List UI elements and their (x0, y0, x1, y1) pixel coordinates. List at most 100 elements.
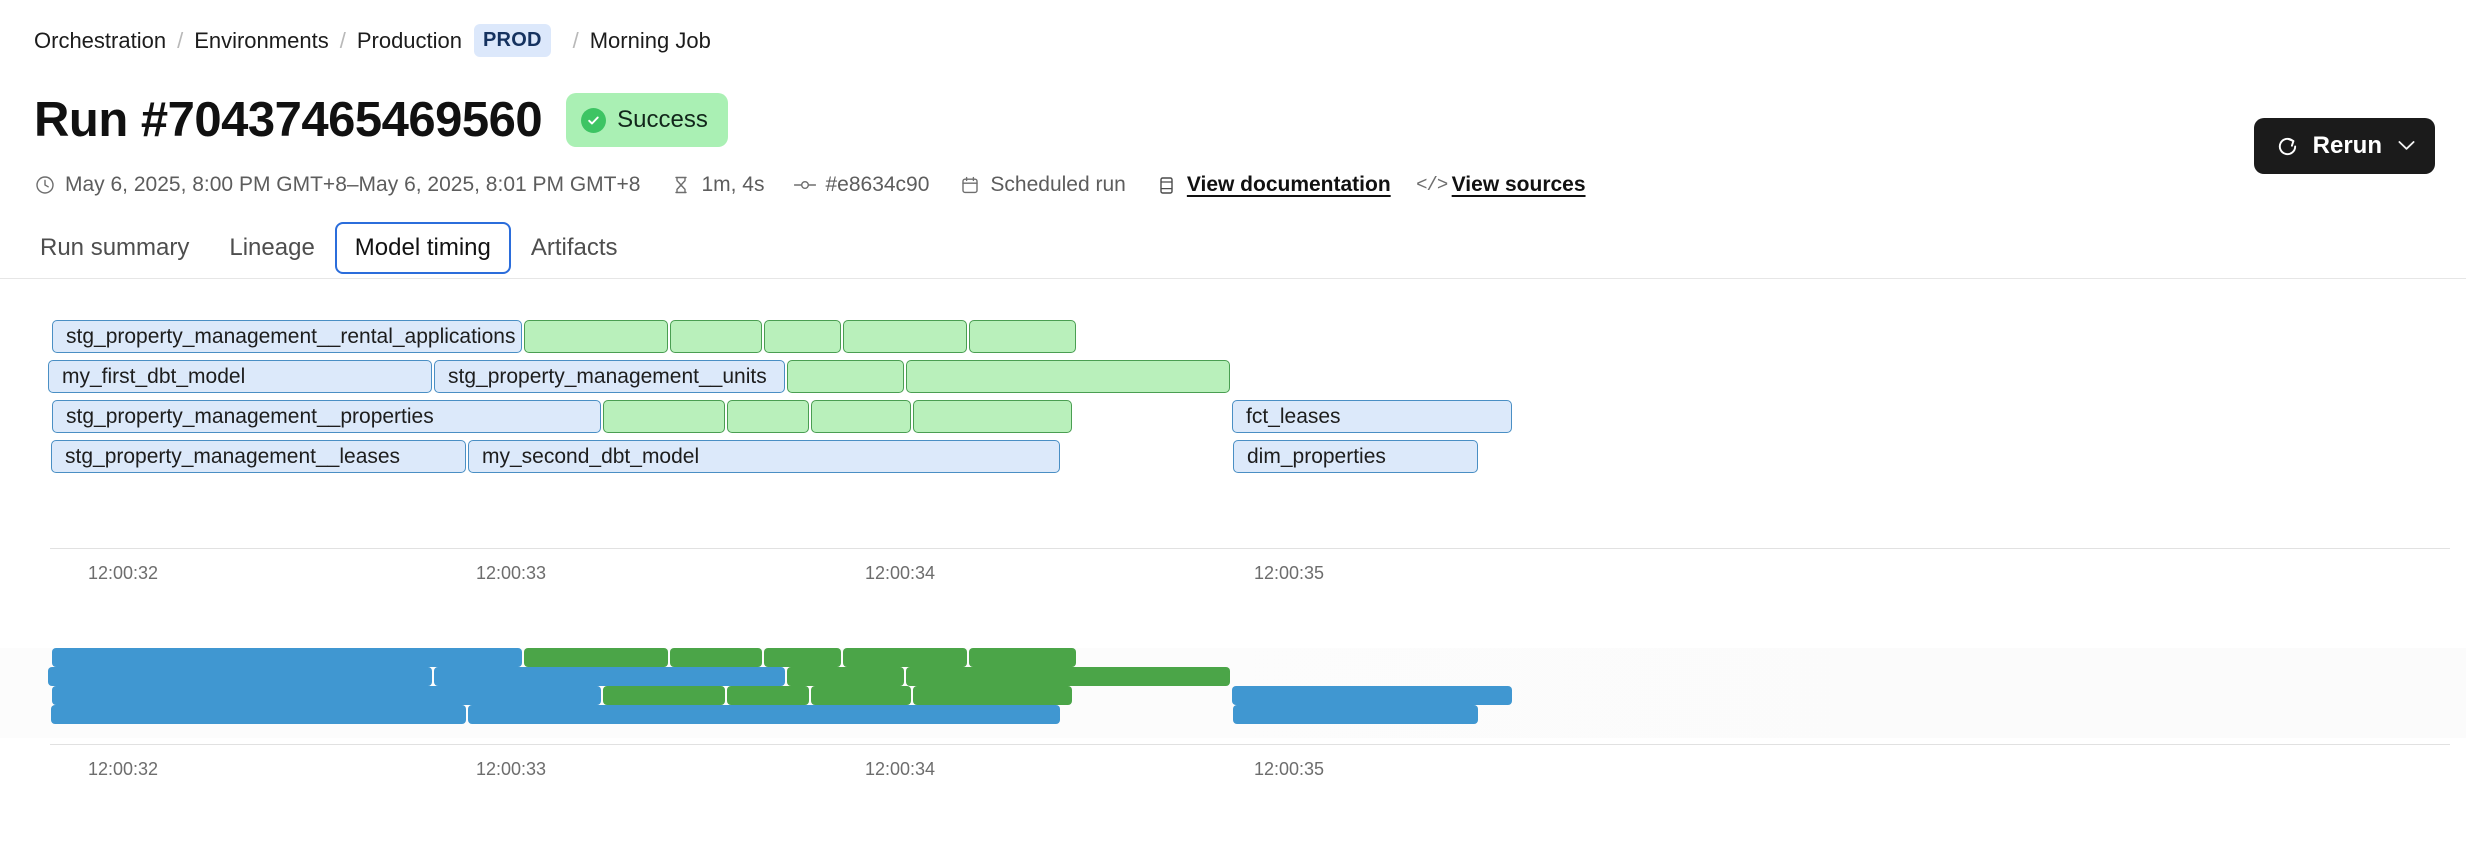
code-icon: </> (1416, 174, 1448, 196)
run-meta-row: May 6, 2025, 8:00 PM GMT+8–May 6, 2025, … (34, 172, 1586, 198)
overview-bar[interactable] (524, 648, 668, 667)
tab-run-summary[interactable]: Run summary (40, 234, 190, 261)
overview-row (0, 667, 2466, 686)
overview-bar[interactable] (811, 686, 911, 705)
tab-model-timing[interactable]: Model timing (334, 222, 511, 274)
overview-bar[interactable] (969, 648, 1076, 667)
meta-sources[interactable]: </> View sources (1416, 172, 1586, 198)
gantt-bar-test[interactable] (969, 320, 1076, 353)
overview-bar[interactable] (1233, 705, 1478, 724)
overview-bar[interactable] (913, 686, 1072, 705)
gantt-bar-label: stg_property_management__leases (65, 444, 401, 468)
overview-bar[interactable] (764, 648, 841, 667)
gantt-bar-test[interactable] (524, 320, 668, 353)
gantt-bar-label: dim_properties (1247, 444, 1386, 468)
overview-bar[interactable] (843, 648, 967, 667)
breadcrumb: Orchestration / Environments / Productio… (34, 24, 711, 57)
axis-tick-label: 12:00:33 (476, 563, 547, 583)
gantt-bar-test[interactable] (906, 360, 1230, 393)
gantt-bar-label: my_second_dbt_model (482, 444, 700, 468)
gantt-bar-stg_property_management__properties[interactable]: stg_property_management__properties (52, 400, 601, 433)
gantt-bar-test[interactable] (727, 400, 809, 433)
overview-bar[interactable] (52, 686, 601, 705)
meta-duration: 1m, 4s (670, 172, 764, 198)
overview-row (0, 705, 2466, 724)
gantt-bar-stg_property_management__units[interactable]: stg_property_management__units (434, 360, 785, 393)
axis-line (50, 744, 2450, 745)
tab-artifacts[interactable]: Artifacts (530, 234, 618, 261)
gantt-bar-test[interactable] (603, 400, 725, 433)
gantt-row: my_first_dbt_model stg_property_managemen… (0, 360, 2466, 393)
calendar-icon (959, 174, 981, 196)
overview-bar[interactable] (48, 667, 432, 686)
meta-documentation[interactable]: View documentation (1156, 172, 1391, 198)
overview-bar[interactable] (603, 686, 725, 705)
meta-timerange: May 6, 2025, 8:00 PM GMT+8–May 6, 2025, … (34, 172, 640, 198)
environment-badge-prod: PROD (474, 24, 551, 57)
axis-tick-label: 12:00:33 (476, 759, 547, 779)
view-sources-link[interactable]: View sources (1451, 173, 1586, 196)
book-icon (1156, 174, 1178, 196)
overview-bar[interactable] (1232, 686, 1512, 705)
overview-bar[interactable] (670, 648, 762, 667)
gantt-bar-my_second_dbt_model[interactable]: my_second_dbt_model (468, 440, 1060, 473)
meta-trigger-text: Scheduled run (990, 173, 1126, 196)
meta-timerange-text: May 6, 2025, 8:00 PM GMT+8–May 6, 2025, … (65, 173, 641, 196)
view-documentation-link[interactable]: View documentation (1186, 173, 1391, 196)
axis-tick-label: 12:00:35 (1254, 563, 1325, 583)
meta-trigger: Scheduled run (959, 172, 1126, 198)
breadcrumb-item-production[interactable]: Production (356, 27, 463, 53)
breadcrumb-item-environments[interactable]: Environments (194, 27, 329, 53)
gantt-bar-test[interactable] (811, 400, 911, 433)
model-timing-detail-chart[interactable]: stg_property_management__rental_applicat… (0, 320, 2466, 583)
gantt-bar-my_first_dbt_model[interactable]: my_first_dbt_model (48, 360, 432, 393)
axis-tick-label: 12:00:32 (88, 759, 159, 779)
axis-tick-label: 12:00:32 (88, 563, 159, 583)
gantt-bar-stg_property_management__rental_applications[interactable]: stg_property_management__rental_applicat… (52, 320, 522, 353)
overview-bar[interactable] (727, 686, 809, 705)
rerun-button-label: Rerun (2312, 132, 2382, 159)
gantt-bar-label: stg_property_management__units (448, 364, 767, 388)
breadcrumb-separator: / (339, 27, 346, 53)
chevron-down-icon[interactable] (2398, 136, 2415, 156)
axis-tick-label: 12:00:34 (865, 759, 936, 779)
status-label: Success (617, 106, 708, 133)
overview-bar[interactable] (468, 705, 1060, 724)
gantt-bar-test[interactable] (913, 400, 1072, 433)
check-circle-icon (581, 107, 607, 133)
axis-line (50, 548, 2450, 549)
axis-tick-label: 12:00:34 (865, 563, 936, 583)
refresh-icon (2276, 135, 2299, 158)
overview-bar[interactable] (51, 705, 466, 724)
breadcrumb-separator: / (177, 27, 184, 53)
meta-duration-text: 1m, 4s (701, 173, 765, 196)
overview-bar[interactable] (434, 667, 785, 686)
commit-icon (794, 174, 817, 196)
breadcrumb-item-orchestration[interactable]: Orchestration (34, 27, 167, 53)
overview-bar[interactable] (906, 667, 1230, 686)
overview-bar[interactable] (52, 648, 522, 667)
page-title: Run #70437465469560 (34, 93, 543, 147)
axis-tick-label: 12:00:35 (1254, 759, 1325, 779)
model-timing-overview-chart[interactable] (0, 648, 2466, 738)
overview-row (0, 648, 2466, 667)
overview-row (0, 686, 2466, 705)
gantt-bar-test[interactable] (787, 360, 904, 393)
gantt-bar-test[interactable] (670, 320, 762, 353)
gantt-row: stg_property_management__rental_applicat… (0, 320, 2466, 353)
status-badge: Success (566, 93, 728, 147)
rerun-button[interactable]: Rerun (2253, 118, 2435, 174)
overview-bar[interactable] (787, 667, 904, 686)
gantt-bar-test[interactable] (764, 320, 841, 353)
breadcrumb-item-morning-job[interactable]: Morning Job (589, 27, 711, 53)
meta-commit-text: #e8634c90 (825, 173, 930, 196)
gantt-bar-fct_leases[interactable]: fct_leases (1232, 400, 1512, 433)
gantt-bar-stg_property_management__leases[interactable]: stg_property_management__leases (51, 440, 466, 473)
gantt-bar-dim_properties[interactable]: dim_properties (1233, 440, 1478, 473)
tab-bar-divider (0, 278, 2466, 279)
gantt-bar-label: stg_property_management__rental_applicat… (66, 324, 516, 348)
tab-lineage[interactable]: Lineage (229, 234, 315, 261)
gantt-bar-test[interactable] (843, 320, 967, 353)
breadcrumb-separator: / (572, 27, 579, 53)
title-row: Run #70437465469560 Success (34, 92, 728, 148)
